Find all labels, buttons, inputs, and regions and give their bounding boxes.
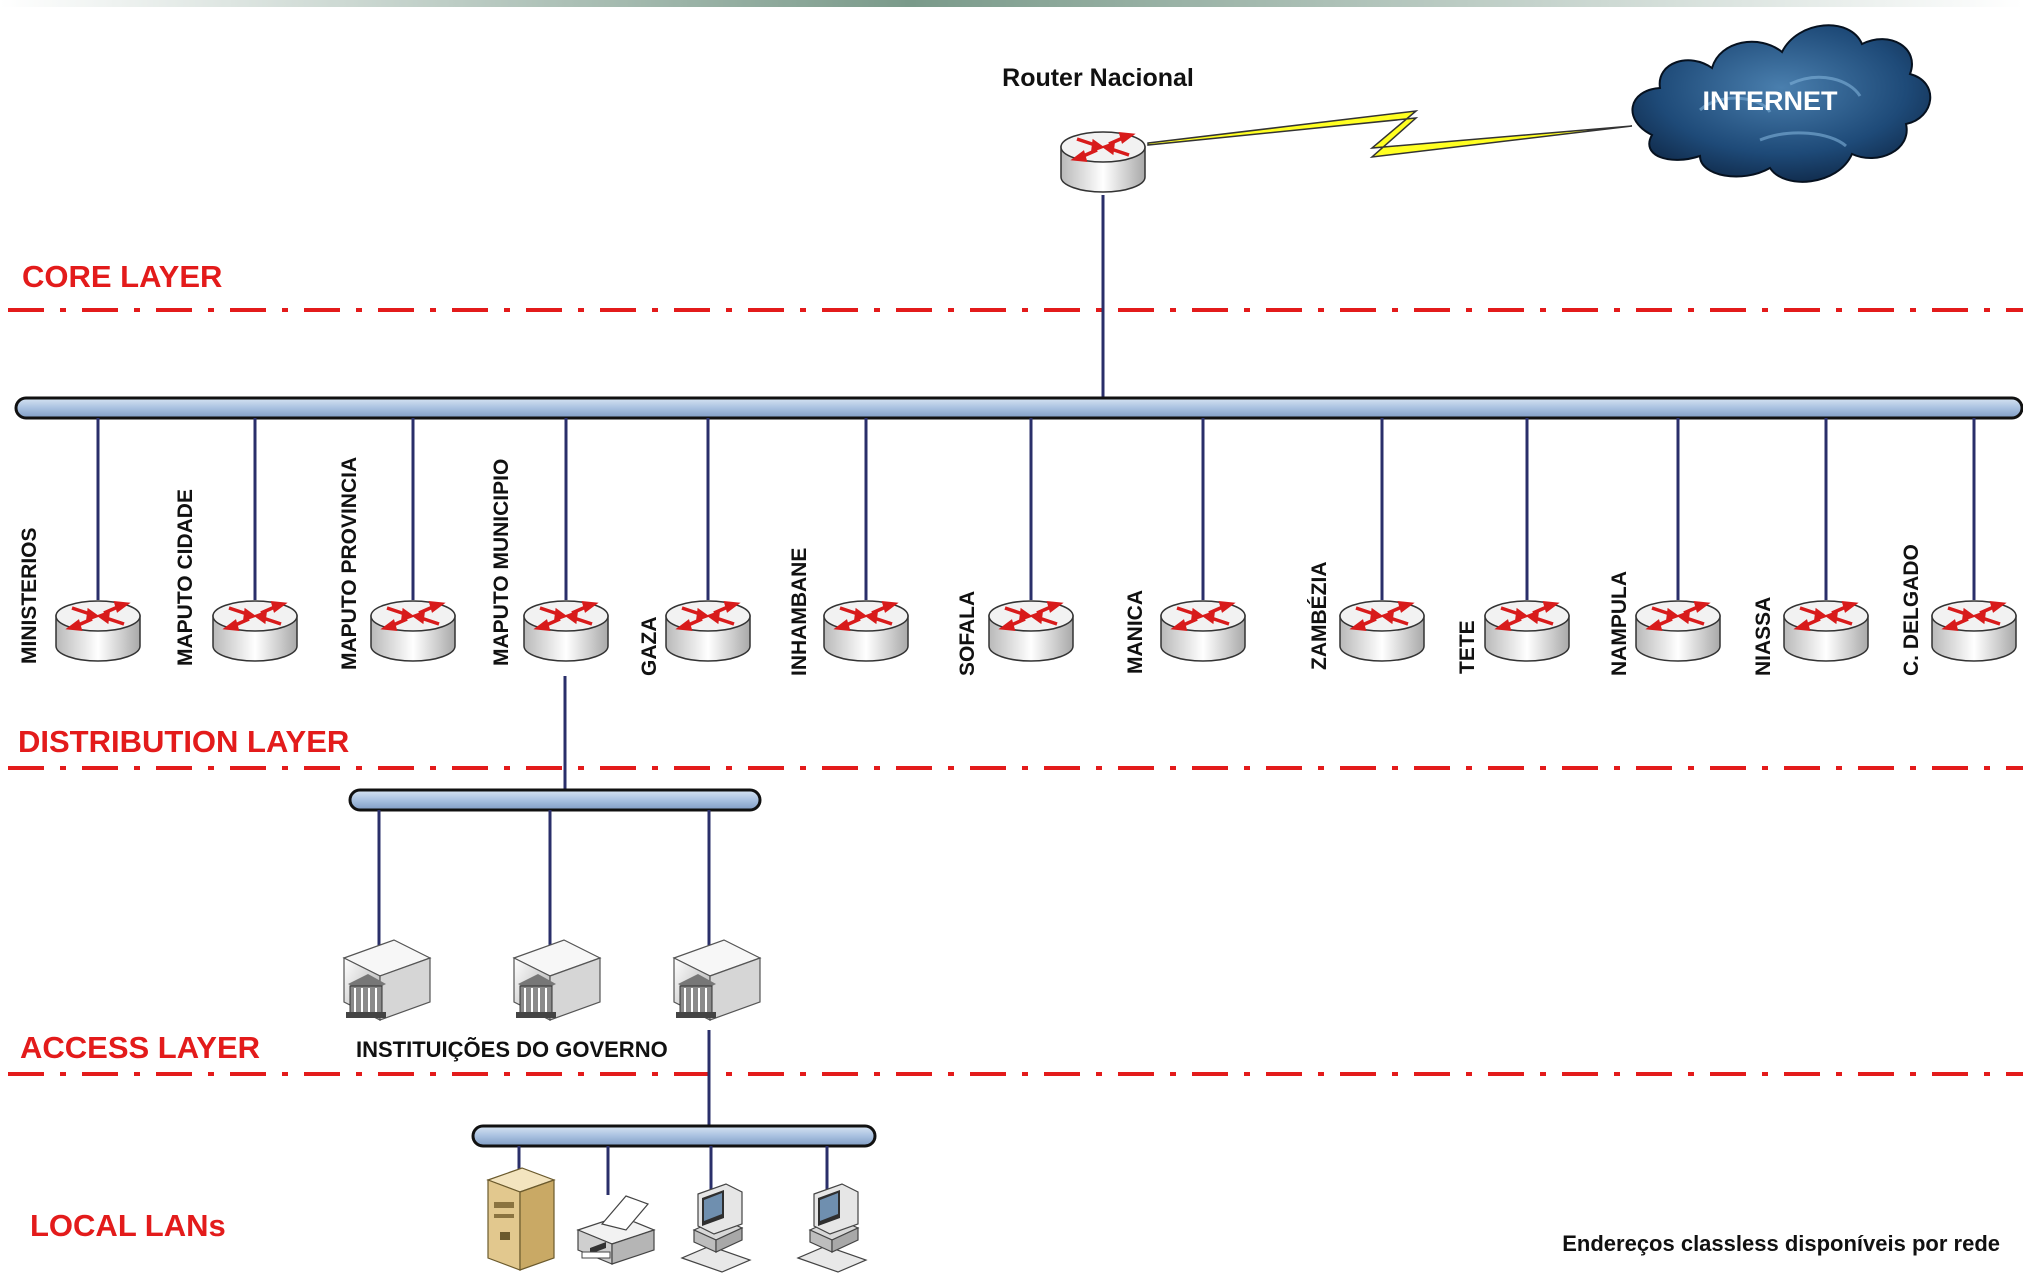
- distribution-routers: MINISTERIOS MAPUTO CIDADE MAPUTO PROVINCIA…: [18, 418, 2018, 677]
- backbone-bus: [14, 396, 2023, 420]
- router-label: MANICA: [1124, 590, 1147, 674]
- router-label: NAMPULA: [1608, 571, 1631, 676]
- router-icon: [1634, 599, 1722, 663]
- footnote: Endereços classless disponíveis por rede: [1562, 1231, 2000, 1256]
- router-label: NIASSA: [1752, 597, 1775, 676]
- top-decorative-band: [0, 0, 2023, 7]
- router-label: MAPUTO PROVINCIA: [338, 457, 361, 670]
- printer-icon: [577, 1195, 655, 1265]
- workstation-icon: [797, 1183, 867, 1273]
- router-nacional-label: Router Nacional: [1002, 64, 1194, 92]
- router-label: TETE: [1456, 620, 1479, 674]
- internet-label: INTERNET: [1703, 86, 1839, 116]
- government-building-icon: [513, 939, 601, 1021]
- workstation-icon: [681, 1183, 751, 1273]
- internet-cloud-icon: [1631, 24, 1932, 183]
- router-label: ZAMBÉZIA: [1308, 562, 1331, 671]
- government-building-icon: [343, 939, 431, 1021]
- router-label: MINISTERIOS: [18, 527, 41, 664]
- router-icon: [54, 599, 142, 663]
- distribution-layer-label: DISTRIBUTION LAYER: [18, 724, 349, 759]
- router-icon: [822, 599, 910, 663]
- router-icon: [369, 599, 457, 663]
- lan-bus: [471, 1124, 877, 1148]
- router-label: C. DELGADO: [1900, 544, 1923, 676]
- router-label: INHAMBANE: [788, 548, 811, 676]
- core-layer-label: CORE LAYER: [22, 259, 222, 294]
- router-label: MAPUTO CIDADE: [174, 489, 197, 666]
- router-icon: [1930, 599, 2018, 663]
- local-lans-label: LOCAL LANs: [30, 1208, 226, 1243]
- router-icon: [1159, 599, 1247, 663]
- router-nacional-icon: [1059, 130, 1147, 194]
- router-icon: [664, 599, 752, 663]
- router-icon: [1483, 599, 1571, 663]
- router-icon: [522, 599, 610, 663]
- router-label: MAPUTO MUNICIPIO: [490, 459, 513, 666]
- access-bus: [348, 788, 762, 812]
- router-icon: [1338, 599, 1426, 663]
- access-caption: INSTITUIÇÕES DO GOVERNO: [356, 1037, 668, 1062]
- router-icon: [987, 599, 1075, 663]
- government-building-icon: [673, 939, 761, 1021]
- router-icon: [211, 599, 299, 663]
- router-icon: [1782, 599, 1870, 663]
- server-icon: [487, 1167, 555, 1271]
- wan-lightning-link: [1147, 109, 1633, 159]
- router-label: GAZA: [638, 617, 661, 677]
- access-layer-label: ACCESS LAYER: [20, 1030, 260, 1065]
- router-label: SOFALA: [956, 591, 979, 676]
